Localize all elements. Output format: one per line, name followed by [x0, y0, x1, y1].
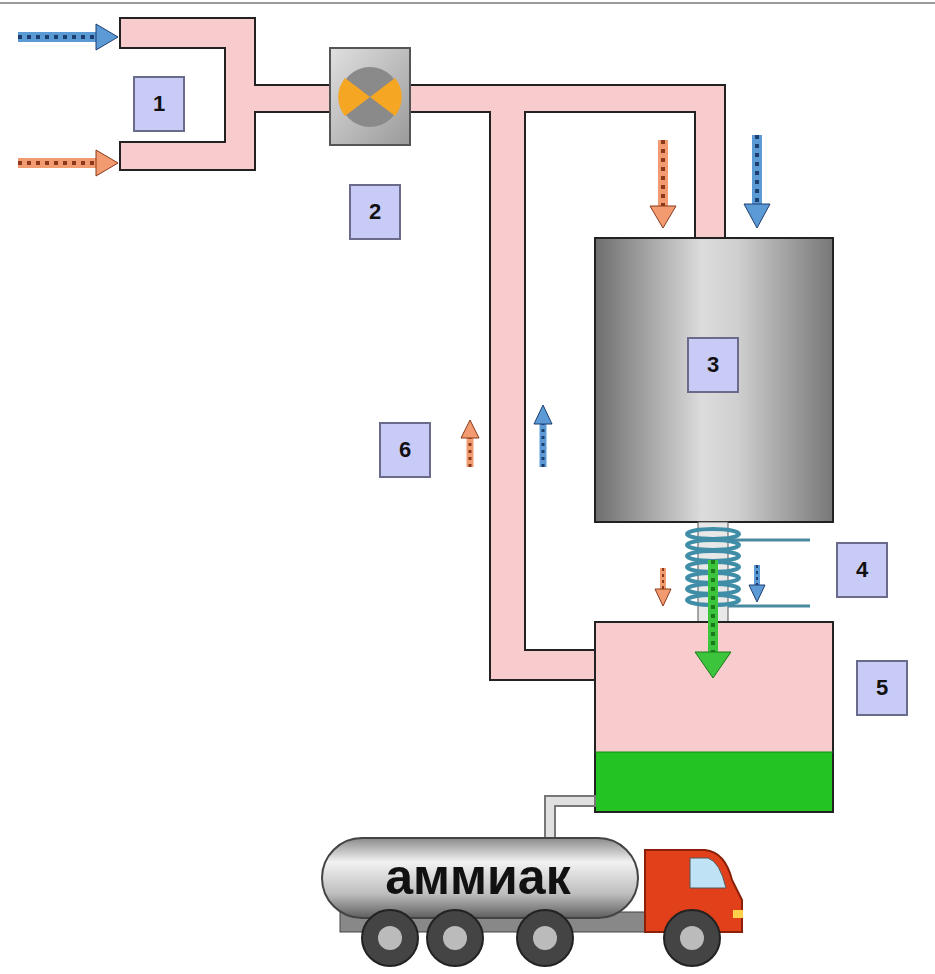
callout-text: 5	[876, 677, 888, 699]
callout-number: 3	[687, 337, 739, 393]
nitrogen-arrow	[18, 24, 118, 50]
recycle-nitrogen-arrow	[540, 422, 547, 467]
recycle-hydrogen-arrow	[467, 436, 474, 467]
callout-text: 1	[153, 93, 165, 115]
ammonia-arrow	[711, 560, 715, 655]
hydrogen-arrow	[662, 568, 664, 590]
hydrogen-arrow	[650, 206, 676, 228]
compressor	[338, 78, 370, 116]
callout-number: 2	[349, 184, 401, 240]
hydrogen-arrow	[655, 589, 671, 606]
hydrogen-arrow	[18, 161, 98, 165]
recycle-hydrogen-arrow	[461, 420, 479, 467]
ammonia-arrow	[708, 560, 718, 655]
drain-pipe	[545, 796, 595, 842]
nitrogen-arrow	[754, 565, 760, 586]
top-rule	[0, 3, 935, 4]
nitrogen-arrow	[749, 585, 765, 602]
compressor	[330, 48, 410, 145]
tanker-truck	[690, 858, 726, 888]
tanker-truck	[427, 910, 483, 966]
tanker-truck	[680, 926, 704, 950]
tanker-truck	[322, 838, 638, 918]
compressor	[330, 48, 410, 145]
hydrogen-arrow	[650, 140, 676, 228]
hydrogen-arrow	[661, 140, 665, 208]
drain-pipe	[545, 796, 595, 842]
hydrogen-arrow	[18, 150, 118, 176]
hydrogen-arrow	[655, 568, 671, 606]
callout-number: 1	[133, 76, 185, 132]
callout-number: 4	[836, 542, 888, 598]
callout-text: 3	[707, 354, 719, 376]
tanker-truck	[733, 910, 743, 918]
coil-windings	[687, 529, 739, 539]
ammonia-arrow	[695, 560, 731, 678]
tanker-truck	[533, 926, 557, 950]
callout-text: 2	[369, 201, 381, 223]
hydrogen-arrow	[658, 140, 668, 208]
mixer-pipe	[120, 18, 330, 170]
top-rule	[0, 2, 935, 4]
recycle-nitrogen-arrow	[542, 422, 545, 467]
ammonia-arrow	[695, 652, 731, 678]
recycle-nitrogen-arrow	[534, 405, 552, 467]
callout-text: 6	[399, 439, 411, 461]
nitrogen-arrow	[744, 204, 770, 228]
hydrogen-arrow	[96, 150, 118, 176]
callout-text: 4	[856, 559, 868, 581]
nitrogen-arrow	[752, 135, 762, 206]
condenser-coil	[728, 539, 810, 542]
separator-tank	[596, 752, 832, 811]
nitrogen-arrow	[756, 565, 758, 586]
tanker-truck	[664, 910, 720, 966]
coil-windings	[687, 540, 739, 550]
recycle-nitrogen-arrow	[534, 405, 552, 424]
nitrogen-arrow	[18, 32, 98, 42]
reactor-column	[595, 238, 833, 522]
hydrogen-arrow	[660, 568, 666, 590]
tanker-truck	[362, 910, 418, 966]
nitrogen-arrow	[744, 135, 770, 228]
nitrogen-arrow	[96, 24, 118, 50]
tank-label: аммиак	[348, 845, 608, 909]
product-name: аммиак	[385, 852, 570, 902]
nitrogen-arrow	[749, 565, 765, 602]
tanker-truck	[517, 910, 573, 966]
hydrogen-arrow	[18, 158, 98, 168]
tanker-truck	[378, 926, 402, 950]
callout-number: 5	[856, 660, 908, 716]
tanker-truck	[322, 838, 743, 966]
callout-number: 6	[379, 422, 431, 478]
nitrogen-arrow	[755, 135, 759, 206]
mixer-pipe	[120, 18, 330, 170]
coil-windings	[687, 551, 739, 561]
nitrogen-arrow	[18, 35, 98, 39]
reactor-column	[595, 238, 833, 522]
tanker-truck	[443, 926, 467, 950]
recycle-hydrogen-arrow	[461, 420, 479, 438]
condenser-coil	[728, 605, 810, 608]
compressor	[370, 78, 402, 116]
separator-tank	[595, 752, 833, 753]
recycle-hydrogen-arrow	[469, 436, 472, 467]
